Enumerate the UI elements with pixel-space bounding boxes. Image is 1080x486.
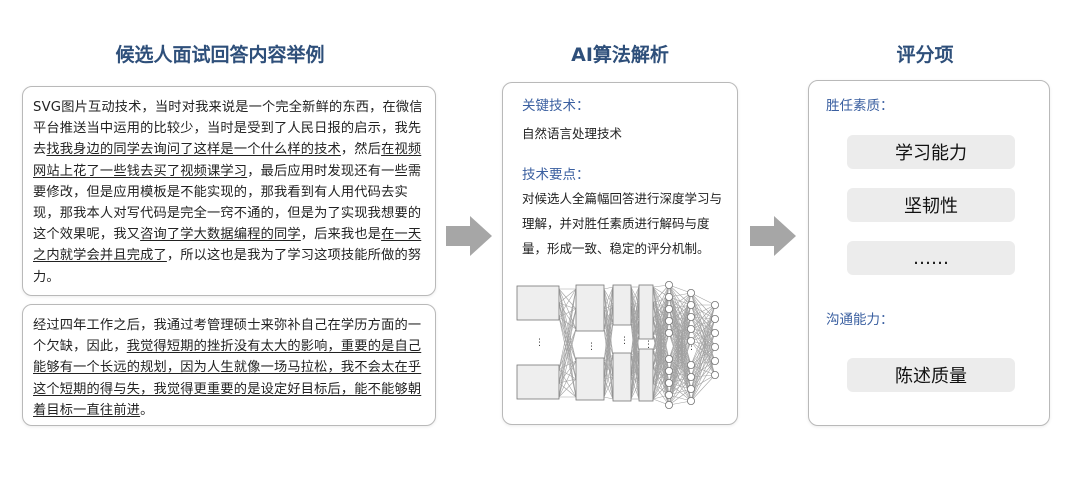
scoring-box: 胜任素质： 学习能力 坚韧性 …… 沟通能力： 陈述质量 [808,80,1050,426]
text-segment: ，最后应用时发现还有一些需要修改，但是应用模板是不能实现的，那我看到有人用代码去… [33,163,422,243]
score-item-more: …… [847,241,1015,275]
neuron-node [686,325,695,334]
neuron-node [664,379,673,388]
neuron-node [686,300,695,309]
neuron-node [710,371,719,380]
score-item-tenacity: 坚韧性 [847,188,1015,222]
right-column-title: 评分项 [896,44,954,66]
svg-text:⋮: ⋮ [644,340,653,350]
neuron-node [686,373,695,382]
neuron-node [710,315,719,324]
neuron-node [710,357,719,366]
neuron-node [686,337,695,346]
neuron-node [664,304,673,313]
svg-text:⋮: ⋮ [687,342,696,352]
neuron-node [710,300,719,309]
neuron-node [664,292,673,301]
middle-column-title: AI算法解析 [571,44,669,66]
key-tech-value: 自然语言处理技术 [522,126,623,141]
neuron-node [686,361,695,370]
answer-1-text: SVG图片互动技术，当时对我来说是一个完全新鲜的东西，在微信平台推送当中运用的比… [33,97,425,288]
algorithm-box: 关键技术： 自然语言处理技术 技术要点： 对候选人全篇幅回答进行深度学习与理解，… [502,82,738,425]
neural-network-diagram: ⋮ ⋮ ⋮ ⋮ ⋮ [516,281,719,409]
text-segment: ，所以这也是我为了学习这项技能所做的努力。 [33,248,422,285]
underlined-phrase: 咨询了学大数据编程的同学 [140,227,301,243]
tech-points-value: 对候选人全篇幅回答进行深度学习与理解，并对胜任素质进行解码与度量，形成一致、稳定… [522,191,723,256]
score-item-statement-quality: 陈述质量 [847,358,1015,392]
neuron-node [664,355,673,364]
communication-label: 沟通能力： [826,312,894,328]
underlined-phrase: 找我身边的同学去询问了这样是一个什么样的技术 [46,142,341,158]
arrow-right-icon-2 [750,216,796,256]
answer-2-text: 经过四年工作之后，我通过考管理硕士来弥补自己在学历方面的一个欠缺，因此，我觉得短… [33,315,425,421]
neuron-node [686,397,695,406]
underlined-phrase: 在一天之内就学会并且完成了 [33,227,422,264]
neuron-node [686,385,695,394]
answer-box-1: SVG图片互动技术，当时对我来说是一个完全新鲜的东西，在微信平台推送当中运用的比… [22,86,436,296]
competency-label: 胜任素质： [826,98,894,114]
text-segment: 。 [140,402,154,418]
neuron-node [664,281,673,289]
neuron-node [664,329,673,338]
svg-text:⋮: ⋮ [587,342,596,352]
neuron-node [665,401,673,409]
arrow-right-icon [446,216,492,256]
answer-box-2: 经过四年工作之后，我通过考管理硕士来弥补自己在学历方面的一个欠缺，因此，我觉得短… [22,304,436,426]
underlined-phrase: 我觉得短期的挫折没有太大的影响，重要的是自己能够有一个长远的规划，因为人生就像一… [33,339,422,418]
text-segment: 经过四年工作之后，我通过考管理硕士来弥补自己在学历方面的一个欠缺，因此， [33,318,422,355]
text-segment: ，后来我也是 [300,227,382,243]
key-tech-label: 关键技术： [522,98,590,114]
neuron-node [686,288,695,297]
neuron-node [686,313,695,322]
text-segment: ，然后 [340,142,382,158]
neuron-node [710,343,719,352]
neuron-node [664,367,673,376]
neuron-node [664,317,673,326]
tech-points-label: 技术要点： [522,167,590,183]
left-column-title: 候选人面试回答内容举例 [115,44,325,66]
neuron-node [664,391,673,400]
underlined-phrase: 在视频网站上花了一些钱去买了视频课学习 [33,142,422,179]
svg-text:⋮: ⋮ [535,338,544,348]
text-segment: SVG图片互动技术，当时对我来说是一个完全新鲜的东西，在微信平台推送当中运用的比… [33,100,423,158]
score-item-learning-ability: 学习能力 [847,135,1015,169]
neuron-node [710,329,719,338]
svg-text:⋮: ⋮ [620,336,629,346]
